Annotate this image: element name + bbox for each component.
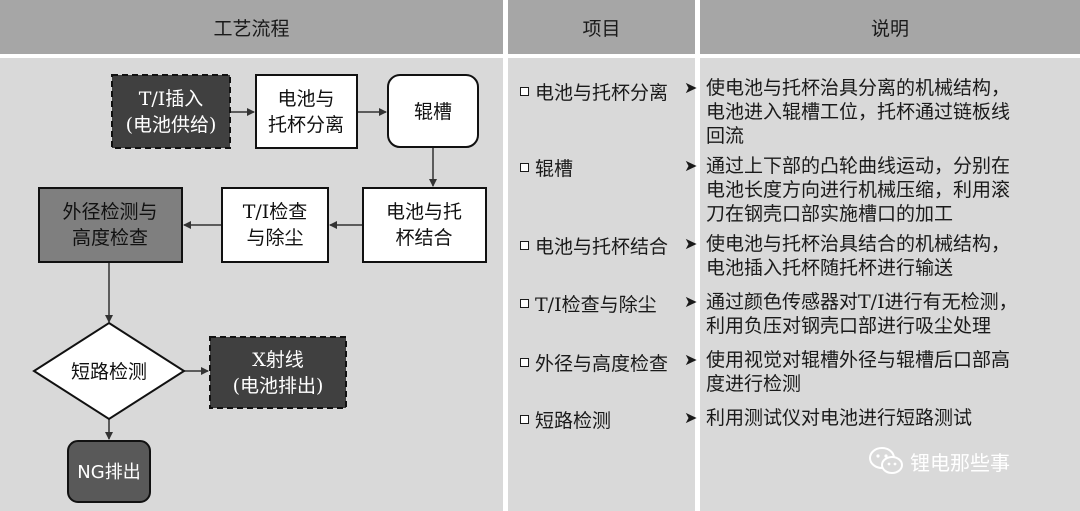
arrow-bullet-icon: ➤ [684, 78, 698, 97]
separate-box [255, 74, 358, 149]
xray-label-2: (电池排出) [233, 375, 324, 397]
item-label: T/I检查与除尘 [535, 294, 657, 316]
item-row-5: 外径与高度检查 [520, 349, 668, 376]
desc-line: 电池插入托杯随托杯进行输送 [706, 257, 954, 279]
short-test-diamond [32, 321, 186, 421]
combine-label-1: 电池与托 [386, 201, 462, 223]
desc-line: 度进行检测 [706, 373, 802, 395]
arrow-bullet-icon: ➤ [684, 156, 698, 175]
desc-line: 通过颜色传感器对T/I进行有无检测， [706, 291, 1018, 313]
xray-box [209, 336, 347, 409]
desc-row-6: ➤ 利用测试仪对电池进行短路测试 [684, 406, 1076, 430]
header-process: 工艺流程 [0, 0, 503, 54]
bullet-square-icon [520, 87, 529, 96]
od-check-box [38, 187, 183, 263]
process-flowchart: T/I插入 (电池供给) 电池与 托杯分离 辊槽 电池与托 杯结合 T/I检查 … [32, 74, 487, 503]
desc-line: 回流 [706, 125, 745, 147]
desc-row-4: ➤ 通过颜色传感器对T/I进行有无检测， 利用负压对钢壳口部进行吸尘处理 [684, 290, 1076, 338]
arrow-bullet-icon: ➤ [684, 292, 698, 311]
desc-line: 使电池与托杯治具结合的机械结构， [706, 233, 1011, 255]
item-label: 辊槽 [535, 158, 574, 180]
arrow-bullet-icon: ➤ [684, 408, 698, 427]
groove-box [387, 74, 479, 148]
separate-label-1: 电池与 [277, 88, 334, 110]
bullet-square-icon [520, 241, 529, 250]
arrow-bullet-icon: ➤ [684, 234, 698, 253]
ti-check-label-2: 与除尘 [246, 227, 303, 249]
desc-line: 使电池与托杯治具分离的机械结构， [706, 77, 1011, 99]
item-row-6: 短路检测 [520, 406, 611, 433]
desc-line: 利用负压对钢壳口部进行吸尘处理 [706, 315, 992, 337]
arrow-bullet-icon: ➤ [684, 350, 698, 369]
item-label: 电池与托杯分离 [535, 82, 669, 104]
bullet-square-icon [520, 299, 529, 308]
item-label: 外径与高度检查 [535, 353, 669, 375]
description-column [700, 58, 1080, 511]
ng-box [67, 440, 151, 503]
desc-row-3: ➤ 使电池与托杯治具结合的机械结构， 电池插入托杯随托杯进行输送 [684, 232, 1076, 280]
item-row-1: 电池与托杯分离 [520, 78, 668, 105]
xray-label-1: X射线 [252, 349, 304, 371]
groove-label: 辊槽 [414, 101, 452, 123]
item-column [508, 58, 695, 511]
item-row-4: T/I检查与除尘 [520, 290, 657, 317]
separate-label-2: 托杯分离 [268, 114, 344, 136]
bullet-square-icon [520, 415, 529, 424]
item-row-2: 辊槽 [520, 154, 573, 181]
header-description: 说明 [700, 0, 1080, 54]
ti-insert-box [111, 74, 231, 149]
ti-check-box [221, 187, 329, 263]
header-item: 项目 [508, 0, 695, 54]
desc-row-2: ➤ 通过上下部的凸轮曲线运动，分别在 电池长度方向进行机械压缩，利用滚 刀在钢壳… [684, 154, 1076, 226]
ng-label: NG排出 [77, 462, 140, 483]
item-row-3: 电池与托杯结合 [520, 232, 668, 259]
desc-line: 使用视觉对辊槽外径与辊槽后口部高 [706, 349, 1011, 371]
watermark: 锂电那些事 [868, 446, 1010, 476]
desc-line: 刀在钢壳口部实施槽口的加工 [706, 203, 954, 225]
watermark-text: 锂电那些事 [910, 450, 1010, 475]
bullet-square-icon [520, 163, 529, 172]
desc-line: 通过上下部的凸轮曲线运动，分别在 [706, 155, 1011, 177]
desc-line: 利用测试仪对电池进行短路测试 [706, 407, 973, 429]
ti-check-label-1: T/I检查 [243, 201, 308, 223]
desc-row-5: ➤ 使用视觉对辊槽外径与辊槽后口部高 度进行检测 [684, 348, 1076, 396]
ti-insert-label-2: (电池供给) [126, 114, 217, 136]
ti-insert-label-1: T/I插入 [139, 88, 204, 110]
desc-line: 电池长度方向进行机械压缩，利用滚 [706, 179, 1011, 201]
bullet-square-icon [520, 358, 529, 367]
combine-label-2: 杯结合 [395, 227, 452, 249]
short-test-label: 短路检测 [71, 361, 147, 383]
item-label: 短路检测 [535, 410, 612, 432]
wechat-icon [869, 447, 903, 474]
desc-row-1: ➤ 使电池与托杯治具分离的机械结构， 电池进入辊槽工位，托杯通过链板线 回流 [684, 76, 1076, 148]
combine-box [362, 187, 487, 263]
od-check-label-2: 高度检查 [72, 227, 148, 249]
desc-line: 电池进入辊槽工位，托杯通过链板线 [706, 101, 1011, 123]
od-check-label-1: 外径检测与 [62, 201, 157, 223]
item-label: 电池与托杯结合 [535, 236, 669, 258]
